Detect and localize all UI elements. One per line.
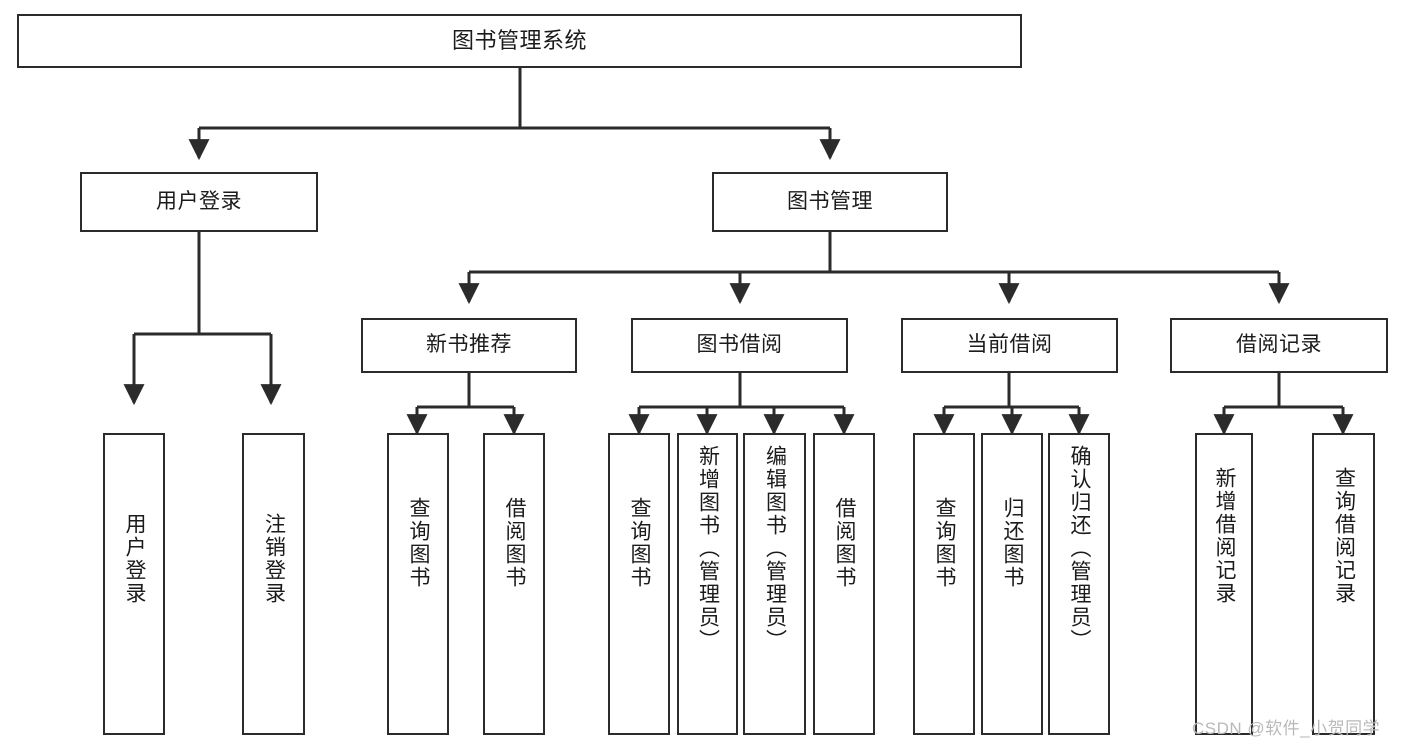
leaf-book-borrow-edit-label: 编辑图书（管理员） (763, 445, 787, 652)
leaf-borrow-record-query[interactable]: 查询借阅记录 (1312, 433, 1375, 735)
node-root-label: 图书管理系统 (451, 28, 587, 54)
leaf-borrow-record-add[interactable]: 新增借阅记录 (1195, 433, 1253, 735)
node-current-borrow[interactable]: 当前借阅 (901, 318, 1118, 373)
leaf-current-borrow-return[interactable]: 归还图书 (981, 433, 1043, 735)
node-user-login-label: 用户登录 (156, 189, 242, 213)
leaf-user-login-logout[interactable]: 注销登录 (242, 433, 305, 735)
leaf-current-borrow-confirm-label: 确认归还（管理员） (1068, 445, 1092, 652)
node-user-login[interactable]: 用户登录 (80, 172, 318, 232)
node-new-book-recommend-label: 新书推荐 (426, 333, 512, 357)
node-book-borrow[interactable]: 图书借阅 (631, 318, 848, 373)
leaf-user-login-logout-label: 注销登录 (262, 513, 286, 605)
leaf-book-borrow-borrow[interactable]: 借阅图书 (813, 433, 875, 735)
leaf-borrow-record-query-label: 查询借阅记录 (1332, 467, 1356, 605)
leaf-current-borrow-confirm[interactable]: 确认归还（管理员） (1048, 433, 1110, 735)
leaf-borrow-record-add-label: 新增借阅记录 (1213, 467, 1237, 605)
node-borrow-record[interactable]: 借阅记录 (1170, 318, 1388, 373)
node-root[interactable]: 图书管理系统 (17, 14, 1022, 68)
leaf-new-book-query[interactable]: 查询图书 (387, 433, 449, 735)
leaf-book-borrow-query[interactable]: 查询图书 (608, 433, 670, 735)
leaf-book-borrow-add-label: 新增图书（管理员） (696, 445, 720, 652)
leaf-book-borrow-query-label: 查询图书 (628, 497, 652, 589)
leaf-book-borrow-borrow-label: 借阅图书 (833, 497, 857, 589)
leaf-user-login-login-label: 用户登录 (123, 513, 147, 605)
leaf-new-book-borrow-label: 借阅图书 (503, 497, 527, 589)
leaf-current-borrow-query-label: 查询图书 (933, 497, 957, 589)
leaf-current-borrow-query[interactable]: 查询图书 (913, 433, 975, 735)
leaf-book-borrow-add[interactable]: 新增图书（管理员） (677, 433, 738, 735)
node-book-borrow-label: 图书借阅 (696, 333, 783, 357)
node-current-borrow-label: 当前借阅 (966, 333, 1053, 357)
node-borrow-record-label: 借阅记录 (1236, 333, 1322, 357)
leaf-new-book-query-label: 查询图书 (407, 497, 431, 589)
node-book-management-label: 图书管理 (787, 189, 873, 213)
leaf-new-book-borrow[interactable]: 借阅图书 (483, 433, 545, 735)
leaf-book-borrow-edit[interactable]: 编辑图书（管理员） (743, 433, 806, 735)
node-new-book-recommend[interactable]: 新书推荐 (361, 318, 577, 373)
node-book-management[interactable]: 图书管理 (712, 172, 948, 232)
leaf-current-borrow-return-label: 归还图书 (1001, 497, 1025, 589)
leaf-user-login-login[interactable]: 用户登录 (103, 433, 165, 735)
